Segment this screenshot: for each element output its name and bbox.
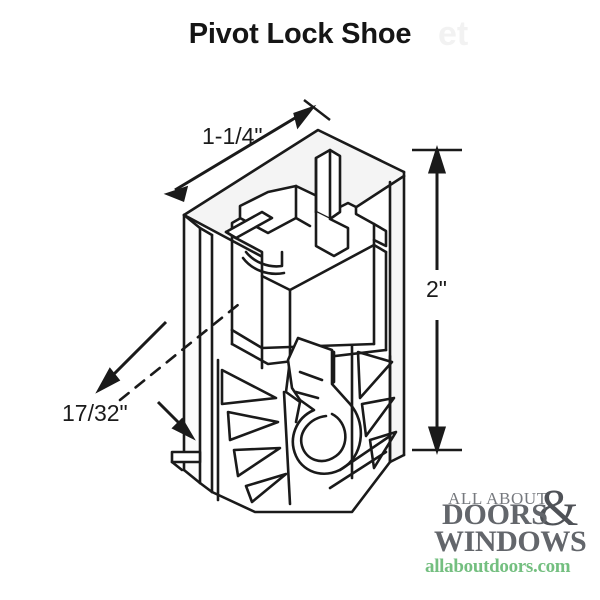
dim-width-ext-right (303, 99, 331, 121)
bottom-tab (170, 450, 202, 464)
dimension-line-depth (95, 320, 196, 441)
lattice-left-2 (226, 410, 280, 442)
cavity-lip-curve-2 (241, 256, 286, 276)
logo-website-url[interactable]: allaboutdoors.com (425, 556, 571, 577)
hook-crease-2 (294, 390, 320, 400)
lattice-right-3 (368, 430, 398, 470)
bottom-tab-edge (170, 460, 184, 472)
dimension-label-height: 2" (426, 276, 447, 302)
dim-depth-arrow-lower (171, 417, 196, 441)
dimension-line-width (163, 99, 331, 203)
dimension-label-depth: 17/32" (62, 400, 128, 426)
dimension-label-width: 1-1/4" (202, 123, 263, 149)
logo-line-all-about: ALL ABOUT (448, 489, 548, 508)
right-bottom-edge (388, 453, 406, 464)
top-face-back-edges (182, 128, 406, 217)
lattice-right-2 (360, 396, 396, 438)
hook-crease-1 (298, 370, 324, 382)
lattice-left-spine-2 (282, 390, 292, 506)
body-bottom-outline (210, 460, 392, 514)
page-title: Pivot Lock Shoe (188, 18, 412, 50)
cavity-shelf-front (230, 342, 388, 366)
right-step-notch (372, 222, 388, 248)
right-step-notch-2 (372, 243, 388, 254)
hook-cam-outline (286, 336, 363, 475)
dim-width-line (174, 110, 306, 192)
hidden-depth-dashed-line (118, 298, 246, 402)
cam-pin (314, 148, 342, 221)
left-bottom-edge (182, 468, 202, 485)
logo-line-doors: DOORS (442, 498, 548, 531)
hook-body-left (284, 358, 302, 424)
lattice-right-1 (356, 350, 394, 400)
logo-line-windows: WINDOWS (434, 525, 587, 558)
lattice-left-1 (220, 368, 278, 406)
hook-inner-loop (299, 412, 347, 463)
cam-pin-skirt (314, 210, 350, 258)
dim-width-arrow-start (163, 185, 189, 203)
top-rib-link (294, 216, 312, 228)
dimension-line-height (412, 145, 462, 455)
front-wall-bottom-chamfer (198, 481, 214, 494)
lattice-left-3 (232, 446, 282, 478)
lattice-left-4 (244, 472, 288, 504)
background-watermark-text: et (438, 15, 469, 53)
lattice-right-diagonal-2 (328, 450, 388, 490)
lattice-right-diagonal (338, 434, 392, 472)
dim-depth-arrow-upper (95, 367, 121, 394)
logo-ampersand: & (538, 480, 579, 537)
top-pin-cap (224, 230, 238, 240)
front-wall-chamfer (198, 226, 214, 237)
left-wall-fill (184, 215, 200, 480)
right-wall-fill (390, 172, 404, 462)
cavity-shelf-back (230, 328, 376, 350)
dim-width-arrow-end (293, 104, 317, 130)
allaboutdoors-logo[interactable]: ALL ABOUT & DOORS WINDOWS allaboutdoors.… (420, 483, 592, 587)
dim-height-arrow-bottom (427, 426, 447, 455)
dim-depth-line-upper (104, 320, 168, 384)
dim-height-arrow-top (427, 145, 447, 174)
left-wall-top-edge (182, 213, 202, 230)
cavity-lip-curve (244, 250, 284, 268)
